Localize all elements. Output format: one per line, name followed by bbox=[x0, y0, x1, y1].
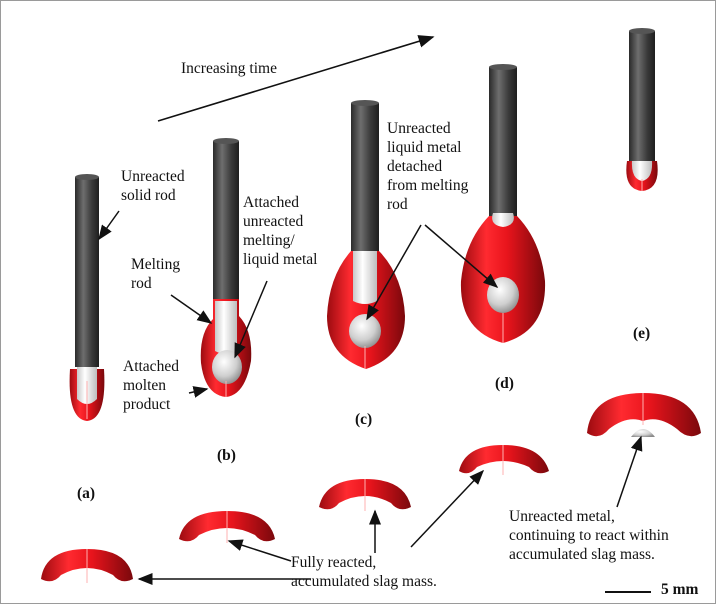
panel-label-c: (c) bbox=[355, 411, 372, 429]
slag-cap-1 bbox=[41, 549, 133, 583]
unreacted-solid-rod-label: Unreacted solid rod bbox=[121, 167, 185, 205]
time-label: Increasing time bbox=[181, 59, 277, 78]
time-arrow bbox=[158, 37, 433, 121]
panel-label-e: (e) bbox=[633, 325, 650, 343]
attached-unreacted-label: Attached unreacted melting/ liquid metal bbox=[243, 193, 317, 269]
specimen-e bbox=[626, 28, 657, 191]
attached-molten-product-label: Attached molten product bbox=[123, 357, 179, 414]
melting-rod-label: Melting rod bbox=[131, 255, 180, 293]
unreacted-metal-label: Unreacted metal, continuing to react wit… bbox=[509, 507, 669, 564]
slag-cap-4 bbox=[459, 445, 549, 475]
panel-label-d: (d) bbox=[495, 375, 514, 393]
specimen-a bbox=[70, 174, 105, 421]
specimen-d bbox=[461, 64, 545, 343]
fully-reacted-label: Fully reacted, accumulated slag mass. bbox=[291, 553, 437, 591]
slag-cap-2 bbox=[179, 511, 275, 543]
panel-label-a: (a) bbox=[77, 485, 95, 503]
panel-label-b: (b) bbox=[217, 447, 236, 465]
slag-cap-3 bbox=[319, 479, 411, 511]
unreacted-detached-label: Unreacted liquid metal detached from mel… bbox=[387, 119, 468, 214]
scale-bar-label: 5 mm bbox=[661, 581, 698, 599]
slag-cap-5 bbox=[587, 393, 701, 437]
